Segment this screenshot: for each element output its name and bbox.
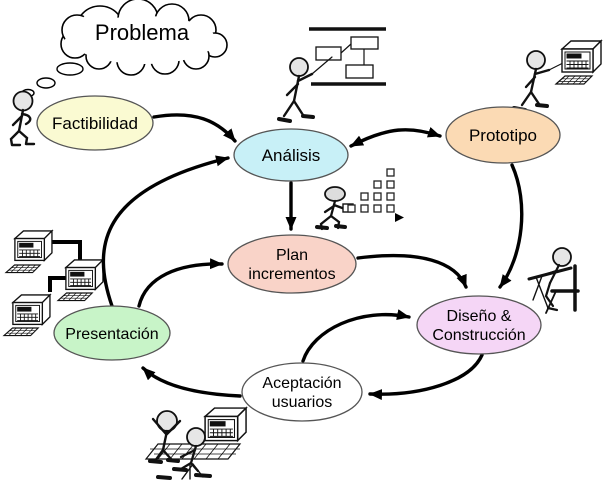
thought-cloud: Problema [21, 0, 228, 98]
desktop-computer-icon [555, 40, 602, 85]
node-prototipo: Prototipo [445, 106, 561, 164]
network-cable [48, 276, 66, 292]
node-label: Aceptación [262, 375, 341, 392]
thought-bubble-trail [21, 62, 84, 98]
node-label: incrementos [248, 266, 335, 283]
play-triangle-icon [395, 213, 404, 222]
node-diseno-construccion: Diseño & Construcción [416, 295, 542, 355]
node-label: Presentación [65, 326, 158, 343]
node-aceptacion-usuarios: Aceptación usuarios [241, 362, 363, 422]
node-presentacion: Presentación [53, 305, 171, 361]
node-label: usuarios [272, 394, 332, 411]
accepting-users-icon [144, 407, 247, 480]
network-cable [45, 240, 82, 261]
edge-analisis-prototipo [349, 126, 442, 148]
presenter-at-whiteboard-icon [277, 27, 386, 123]
person-typing-icon [156, 427, 212, 480]
node-analisis: Análisis [233, 128, 349, 182]
edge-presentacion-plan [137, 258, 224, 308]
edge-prototipo-diseno [498, 163, 524, 289]
edge-presentacion-analisis [101, 155, 230, 308]
celebrating-person-icon [148, 410, 182, 464]
edge-factibilidad-analisis [152, 113, 237, 143]
node-label: Plan [276, 247, 308, 264]
node-factibilidad: Factibilidad [36, 95, 154, 151]
networked-computers-icon [3, 230, 104, 337]
person-at-drafting-table-icon [527, 247, 580, 314]
edge-plan-diseno [356, 253, 468, 289]
edge-aceptacion-diseno [301, 309, 411, 363]
node-label: Diseño & [447, 308, 512, 325]
increment-blocks-icon [347, 168, 404, 222]
edge-aceptacion-presentacion [141, 366, 242, 398]
person-pointing-at-computer-icon [512, 40, 602, 112]
thought-cloud-title: Problema [95, 20, 190, 45]
node-label: Prototipo [469, 126, 537, 145]
node-label: Análisis [262, 146, 321, 165]
flowchart-board-icon [309, 27, 386, 86]
thinking-person-icon [9, 90, 36, 147]
node-plan-incrementos: Plan incrementos [227, 234, 357, 294]
node-label: Construcción [432, 327, 525, 344]
node-label: Factibilidad [52, 114, 138, 133]
edge-diseno-aceptacion [368, 353, 484, 400]
